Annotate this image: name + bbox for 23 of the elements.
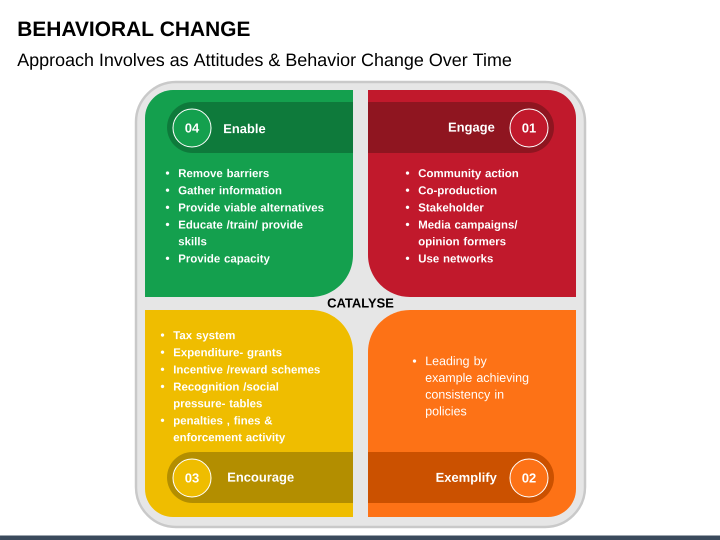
- bullet-text: Tax system: [173, 331, 235, 342]
- quadrant-panel: [145, 90, 353, 297]
- bullet-text: Educate /train/ provide skills: [178, 220, 303, 246]
- bullet-text: Co-production: [418, 186, 496, 197]
- quadrant-panel: [368, 90, 576, 297]
- bullet-text: Community action: [418, 168, 518, 180]
- center-label: CATALYSE: [328, 298, 394, 308]
- subtitle: Approach Involves as Attitudes & Behavior Change Over Time: [17, 53, 512, 70]
- bullet-text: Leading by example achieving consistency in policies: [426, 356, 528, 418]
- bullet-text: Expenditure- grants: [174, 348, 282, 359]
- rounded-frame: [134, 80, 586, 528]
- bullet-text: Remove barriers: [178, 168, 269, 178]
- bullet-text: Media campaigns/ opinion formers: [418, 220, 518, 248]
- bullet-text: Provide viable alternatives: [178, 203, 324, 212]
- quadrant-panel: [368, 310, 576, 517]
- title: BEHAVIORAL CHANGE: [18, 21, 250, 36]
- bullet-text: Use networks: [418, 254, 493, 263]
- bullet-text: Gather information: [178, 186, 282, 194]
- quadrant-panel: [145, 310, 353, 517]
- bullet-text: Stakeholder: [418, 203, 484, 212]
- bullet-text: penalties , fines & enforcement activity: [174, 416, 286, 444]
- bullet-text: Provide capacity: [178, 254, 270, 265]
- bullet-text: Incentive /reward schemes: [174, 365, 320, 374]
